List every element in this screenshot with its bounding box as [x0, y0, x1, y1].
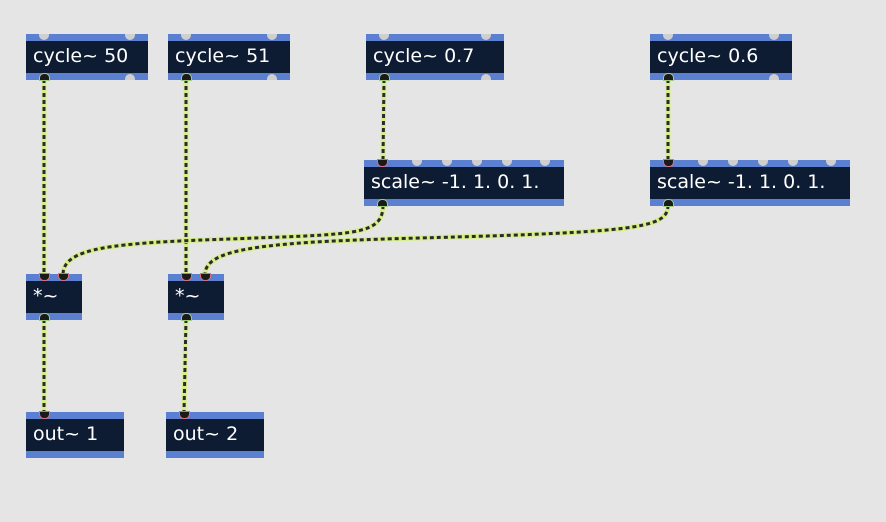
inlet-port[interactable]: [179, 411, 190, 419]
inlet-port[interactable]: [481, 34, 491, 40]
outlet-port[interactable]: [663, 73, 674, 81]
inlet-port[interactable]: [788, 160, 798, 166]
inlet-port[interactable]: [663, 34, 673, 40]
inlet-port[interactable]: [377, 159, 388, 167]
object-text: scale~ -1. 1. 0. 1.: [371, 171, 540, 193]
outlet-port[interactable]: [663, 199, 674, 207]
inlet-port[interactable]: [200, 273, 211, 281]
outlet-port[interactable]: [181, 313, 192, 321]
outlet-port[interactable]: [481, 74, 491, 80]
inlet-port[interactable]: [472, 160, 482, 166]
inlet-port[interactable]: [267, 34, 277, 40]
patch-cord-dash: [61, 204, 385, 275]
inlet-port[interactable]: [769, 34, 779, 40]
object-text: cycle~ 51: [175, 45, 271, 67]
outlet-port[interactable]: [125, 74, 135, 80]
object-text: scale~ -1. 1. 0. 1.: [657, 171, 826, 193]
object-text: cycle~ 0.7: [373, 45, 475, 67]
inlet-port[interactable]: [125, 34, 135, 40]
inlet-port[interactable]: [758, 160, 768, 166]
object-box-scale-2[interactable]: scale~ -1. 1. 0. 1.: [650, 159, 850, 207]
object-text: cycle~ 0.6: [657, 45, 759, 67]
inlet-port[interactable]: [181, 273, 192, 281]
inlet-port[interactable]: [181, 34, 191, 40]
inlet-port[interactable]: [39, 411, 50, 419]
inlet-port[interactable]: [663, 159, 674, 167]
outlet-port[interactable]: [379, 73, 390, 81]
inlet-port[interactable]: [728, 160, 738, 166]
outlet-port[interactable]: [181, 73, 192, 81]
outlet-port[interactable]: [769, 74, 779, 80]
inlet-port[interactable]: [412, 160, 422, 166]
object-box-cycle-50[interactable]: cycle~ 50: [26, 34, 148, 81]
object-text: out~ 1: [33, 423, 99, 445]
object-box-out-1[interactable]: out~ 1: [26, 411, 124, 458]
object-box-scale-1[interactable]: scale~ -1. 1. 0. 1.: [364, 159, 564, 207]
inlet-port[interactable]: [379, 34, 389, 40]
object-box-cycle-0-7[interactable]: cycle~ 0.7: [366, 34, 504, 81]
inlet-port[interactable]: [442, 160, 452, 166]
inlet-port[interactable]: [502, 160, 512, 166]
inlet-port[interactable]: [39, 34, 49, 40]
inlet-port[interactable]: [39, 273, 50, 281]
patch-cord[interactable]: [202, 202, 671, 277]
object-text: *~: [33, 285, 59, 307]
object-box-multiply-2[interactable]: *~: [168, 273, 224, 321]
object-box-cycle-51[interactable]: cycle~ 51: [168, 34, 290, 81]
inlet-port[interactable]: [826, 160, 836, 166]
patch-cord-dash: [381, 78, 386, 161]
object-text: cycle~ 50: [33, 45, 129, 67]
outlet-port[interactable]: [39, 313, 50, 321]
outlet-port[interactable]: [377, 199, 388, 207]
outlet-port[interactable]: [39, 73, 50, 81]
patch-cord[interactable]: [60, 202, 386, 277]
object-box-cycle-0-6[interactable]: cycle~ 0.6: [650, 34, 792, 81]
patch-cord[interactable]: [181, 316, 189, 415]
object-text: *~: [175, 285, 201, 307]
inlet-port[interactable]: [58, 273, 69, 281]
outlet-port[interactable]: [267, 74, 277, 80]
patch-cord[interactable]: [380, 76, 387, 163]
inlet-port[interactable]: [540, 160, 550, 166]
object-box-multiply-1[interactable]: *~: [26, 273, 82, 321]
patch-cord-dash: [182, 318, 188, 413]
object-text: out~ 2: [173, 423, 239, 445]
inlet-port[interactable]: [698, 160, 708, 166]
patch-cord-dash: [203, 204, 670, 275]
object-box-out-2[interactable]: out~ 2: [166, 411, 264, 458]
